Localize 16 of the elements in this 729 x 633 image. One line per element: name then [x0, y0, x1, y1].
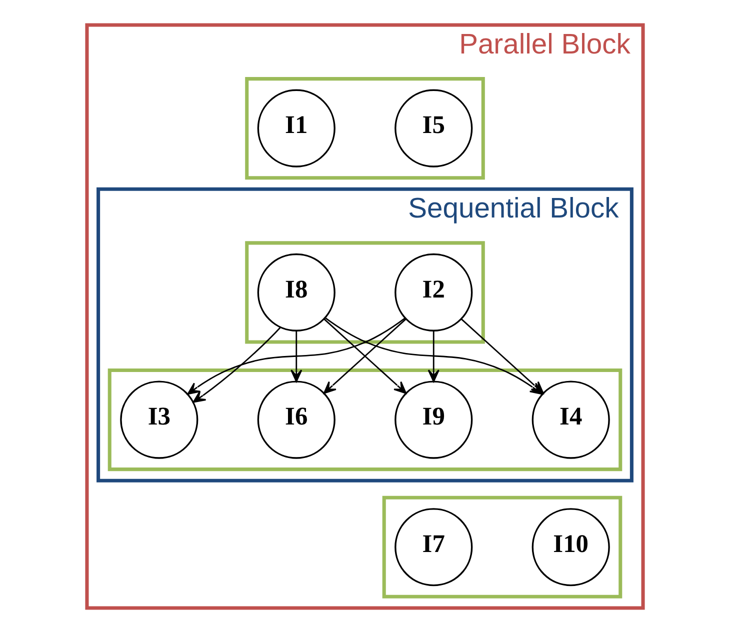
arrow [290, 331, 302, 382]
node-circle: I2 [394, 253, 472, 332]
node-circle: I10 [531, 508, 610, 586]
node-circle: I6 [256, 380, 335, 459]
arrow [427, 331, 439, 382]
arrow [186, 318, 405, 395]
node-circle: I5 [394, 89, 472, 168]
node-circle: I3 [120, 380, 198, 459]
node-circle: I1 [256, 89, 335, 168]
node-circle: I7 [394, 508, 472, 586]
arrow [192, 326, 281, 403]
cluster [382, 496, 622, 598]
node-circle: I8 [256, 253, 335, 332]
cluster [244, 77, 484, 180]
cluster [244, 241, 484, 344]
node-circle: I9 [394, 380, 472, 459]
